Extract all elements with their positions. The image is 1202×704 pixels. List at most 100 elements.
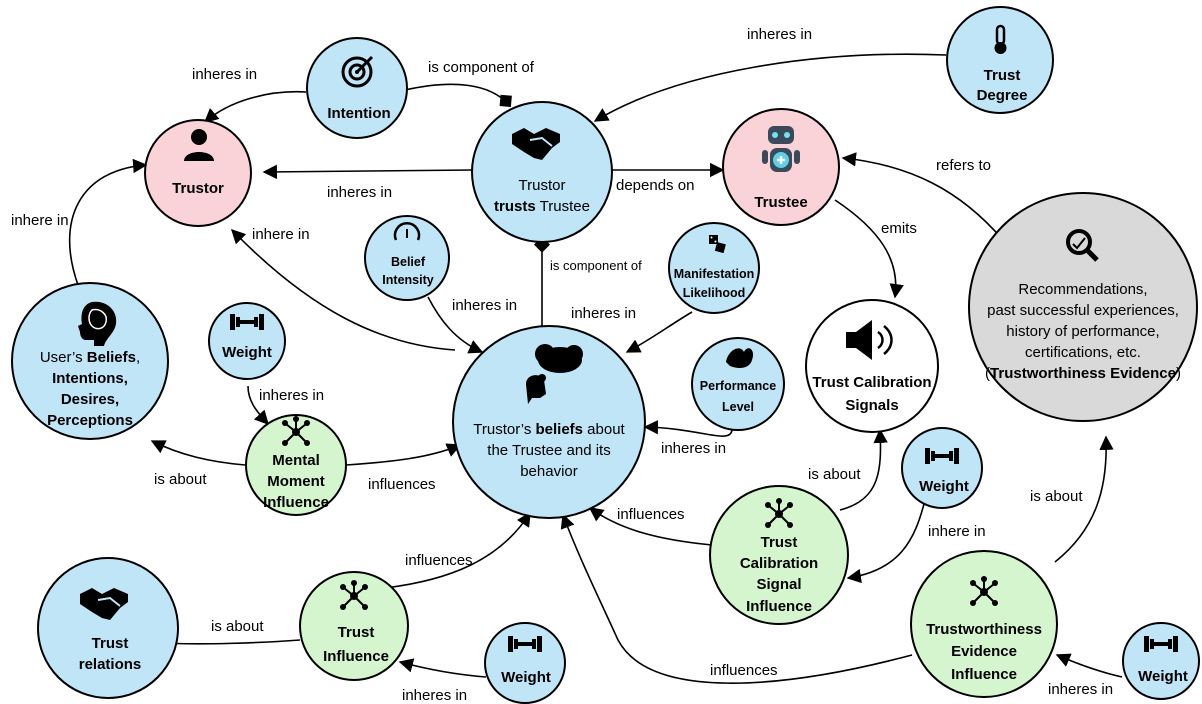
node-label: Trust: [984, 67, 1021, 84]
network-icon: [340, 580, 368, 610]
node-circle: [668, 222, 760, 314]
node-circle: [37, 557, 179, 699]
node-circle: [946, 6, 1054, 114]
node-label-bold: trusts: [494, 198, 536, 215]
node-trustor[interactable]: Trustor: [144, 119, 252, 227]
node-label: Influence: [951, 666, 1017, 683]
node-label: Trustee: [754, 194, 807, 211]
node-user-beliefs[interactable]: User’s Beliefs, Intentions, Desires, Per…: [11, 282, 169, 440]
edges: inheres in is component of inheres in in…: [11, 26, 1123, 704]
label-trusts-trustee: depends on: [616, 177, 694, 194]
node-label: certifications, etc.: [1025, 344, 1141, 361]
speaker-icon: [846, 320, 893, 360]
node-weight-mental[interactable]: Weight: [208, 302, 286, 380]
node-label: Weight: [222, 344, 272, 361]
node-label: Desires,: [61, 391, 119, 408]
node-label: Weight: [919, 478, 969, 495]
edge-trust-influence-relations: [161, 636, 301, 651]
label-trusts-trustor: inheres in: [327, 184, 392, 201]
node-label: Calibration: [740, 555, 818, 572]
node-label: Manifestation: [674, 267, 755, 281]
node-weight-twi[interactable]: Weight: [1122, 622, 1200, 700]
edge-beliefs-trustor: [230, 228, 456, 351]
node-label: Trust Calibration: [812, 374, 931, 391]
node-label: Evidence: [951, 643, 1017, 660]
node-circle: [1122, 622, 1200, 700]
node-circle: [910, 550, 1058, 698]
node-intention[interactable]: Intention: [306, 37, 408, 139]
node-manifestation-likelihood[interactable]: Manifestation Likelihood: [668, 222, 760, 314]
node-belief-intensity[interactable]: Belief Intensity: [364, 215, 450, 301]
node-label: Intention: [327, 105, 390, 122]
label-mental-user: is about: [154, 471, 207, 488]
node-trustor-beliefs[interactable]: Trustor’s beliefs about the Trustee and …: [452, 325, 646, 519]
label-trust-influence-relations: is about: [211, 618, 264, 635]
label-trustee-tcs: emits: [881, 220, 917, 237]
node-label-line2: trusts Trustee: [494, 198, 590, 215]
node-circle: [805, 299, 939, 433]
node-weight-tcsi[interactable]: Weight: [901, 427, 983, 509]
node-label: Recommendations,: [1018, 281, 1147, 298]
edge-likelihood-beliefs: [625, 311, 693, 353]
node-trustworthiness-evidence[interactable]: Recommendations, past successful experie…: [968, 192, 1198, 422]
label-tcsi-tcs: is about: [808, 466, 861, 483]
node-label-rest: Trustee: [536, 198, 590, 215]
label-intensity-beliefs: inheres in: [452, 297, 517, 314]
edge-mental-beliefs: [345, 443, 462, 466]
node-label-line1: Trustor’s beliefs about: [473, 421, 625, 438]
node-label-pre: Trustor’s: [473, 421, 535, 438]
node-label: Influence: [746, 598, 812, 615]
edge-intention-trusts: [404, 83, 512, 108]
edge-evidence-trustee: [841, 152, 1004, 241]
node-circle: [306, 37, 408, 139]
node-circle: [452, 325, 646, 519]
gauge-icon: [393, 222, 421, 241]
node-performance-level[interactable]: Performance Level: [691, 337, 785, 431]
node-label: Weight: [501, 669, 551, 686]
node-label-post: about: [583, 421, 626, 438]
node-trust-degree[interactable]: Trust Degree: [946, 6, 1054, 114]
node-weight-trust-influence[interactable]: Weight: [484, 622, 566, 704]
node-label: Degree: [977, 87, 1028, 104]
muscle-icon: [726, 348, 754, 368]
node-label: Trust: [338, 624, 375, 641]
node-trustor-trusts-trustee[interactable]: Trustor trusts Trustee: [471, 101, 613, 243]
node-circle: [299, 571, 409, 681]
node-tcs-influence[interactable]: Trust Calibration Signal Influence: [709, 485, 849, 625]
node-trust-influence[interactable]: Trust Influence: [299, 571, 409, 681]
node-trustee[interactable]: Trustee: [722, 108, 840, 226]
node-circle: [471, 101, 613, 243]
handshake-icon: [80, 588, 128, 620]
node-label: past successful experiences,: [987, 302, 1179, 319]
node-trustworthiness-evidence-influence[interactable]: Trustworthiness Evidence Influence: [910, 550, 1058, 698]
node-trust-relations[interactable]: Trust relations: [37, 557, 179, 699]
edge-intention-trustor: [203, 90, 307, 123]
network-icon: [765, 498, 793, 528]
edge-weight-twi: [1055, 653, 1123, 678]
edge-tcsi-tcs: [839, 428, 888, 511]
thought-bubble-icon: [526, 344, 583, 404]
node-label-bold: Trustworthiness Evidence: [990, 365, 1176, 382]
label-twi-evidence: is about: [1030, 488, 1083, 505]
node-circle: [484, 622, 566, 704]
label-beliefs-trusts: is component of: [550, 258, 642, 273]
label-weight-twi: inheres in: [1048, 681, 1113, 698]
node-circle: [691, 337, 785, 431]
node-label-pre: User’s: [40, 349, 87, 366]
brain-icon: [78, 301, 117, 346]
node-label: Trustor: [519, 177, 566, 194]
dumbbell-icon: [230, 314, 264, 330]
node-mental-moment-influence[interactable]: Mental Moment Influence: [245, 414, 347, 516]
node-circle: [709, 485, 849, 625]
label-weight-tcsi: inhere in: [928, 523, 986, 540]
node-label: Likelihood: [683, 286, 746, 300]
node-label: Weight: [1138, 668, 1188, 685]
edge-performance-beliefs: [643, 420, 733, 437]
label-user-trustor: inhere in: [11, 212, 69, 229]
nodes: Trustor Intention Trust Degree: [11, 6, 1200, 704]
node-circle: [901, 427, 983, 509]
label-mental-beliefs: influences: [368, 476, 436, 493]
thermometer-icon: [994, 24, 1007, 54]
node-trust-calibration-signals[interactable]: Trust Calibration Signals: [805, 299, 939, 433]
